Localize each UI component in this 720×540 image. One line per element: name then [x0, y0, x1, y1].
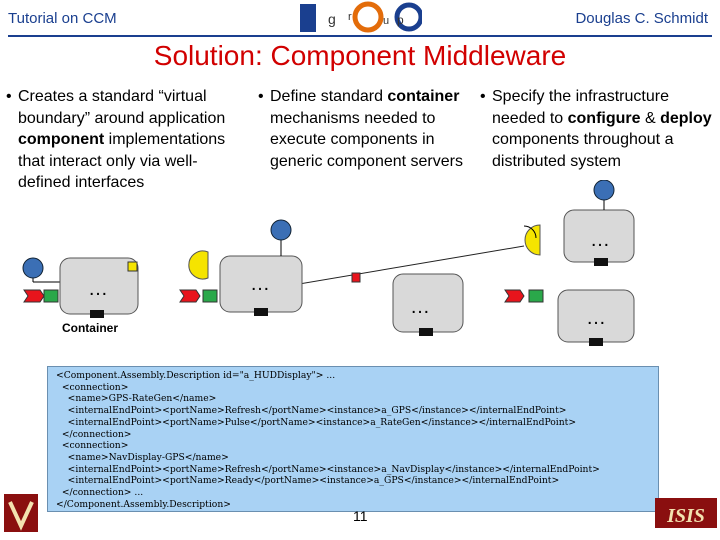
component-4: … — [504, 289, 635, 346]
event-source-icon — [23, 289, 45, 303]
receptacle-icon — [188, 250, 209, 280]
logo-text: ISIS — [666, 505, 705, 527]
logo-letter: r — [348, 11, 352, 23]
bullet-1: • Creates a standard “virtual boundary” a… — [6, 86, 250, 194]
assembly-descriptor-xml: <Component.Assembly.Description id="a_HU… — [47, 366, 659, 512]
page-number: 11 — [353, 508, 368, 524]
component-3: … — [351, 272, 464, 336]
bullet-text: Define standard container mechanisms nee… — [270, 88, 463, 170]
logo-ring — [394, 2, 422, 32]
header-left-text: Tutorial on CCM — [8, 10, 117, 27]
component-ellipsis: … — [586, 307, 606, 329]
event-sink-icon — [528, 289, 544, 303]
bullet-text: Specify the infrastructure needed to con… — [492, 88, 712, 170]
bullet-text-part: components throughout a distributed syst… — [492, 131, 674, 170]
bullet-bold-text: configure — [567, 109, 641, 127]
bullet-dot: • — [480, 88, 486, 105]
logo-bg — [655, 498, 717, 528]
xml-line: <internalEndPoint><portName>Pulse</portN… — [56, 416, 577, 428]
xml-line: <Component.Assembly.Description id="a_HU… — [56, 370, 336, 381]
header-rule — [8, 35, 712, 37]
logo-letter: g — [328, 11, 336, 27]
logo-letter: u — [383, 15, 389, 27]
xml-line: <name>NavDisplay-GPS</name> — [56, 451, 229, 463]
component-5: … — [523, 180, 635, 266]
attribute-port — [254, 308, 268, 316]
receptacle-arc — [523, 225, 537, 239]
facet-icon — [22, 257, 44, 279]
bullet-2: • Define standard container mechanisms ne… — [258, 86, 480, 172]
event-sink-icon — [43, 289, 59, 303]
bullet-dot: • — [6, 88, 12, 105]
event-source-icon — [179, 289, 201, 303]
logo-v — [8, 501, 34, 531]
logo-block — [300, 4, 316, 32]
xml-line: <internalEndPoint><portName>Refresh</por… — [56, 405, 567, 417]
bullet-text-part: implementations that interact only via w… — [18, 131, 226, 191]
attribute-port — [594, 258, 608, 266]
xml-line: <name>GPS-RateGen</name> — [56, 393, 217, 405]
bullet-dot: • — [258, 88, 264, 105]
component-1: … Container — [22, 250, 209, 335]
facet-icon — [593, 180, 615, 201]
bullet-text-part: Creates a standard “virtual boundary” ar… — [18, 88, 226, 127]
component-ellipsis: … — [250, 273, 270, 295]
component-ellipsis: … — [590, 229, 610, 251]
logo-ring — [352, 1, 384, 33]
header-right-text: Douglas C. Schmidt — [575, 10, 708, 27]
isis-logo: ISIS — [655, 498, 717, 528]
container-label: Container — [62, 321, 118, 335]
event-source-icon — [504, 289, 525, 303]
component-diagram: … Container … … … … — [22, 180, 635, 346]
component-ellipsis: … — [88, 278, 108, 300]
logo-letter: p — [397, 13, 404, 27]
bullet-text-part: & — [640, 109, 661, 127]
vanderbilt-logo — [4, 494, 38, 532]
bullet-bold-text: component — [18, 131, 105, 148]
component-2: … — [179, 219, 303, 316]
attribute-port — [419, 328, 433, 336]
attribute-port — [90, 310, 104, 318]
group-logo: g r u p — [300, 1, 422, 33]
xml-line: </Component.Assembly.Description> — [56, 498, 231, 510]
event-source-icon — [351, 272, 361, 283]
slide-title: Solution: Component Middleware — [153, 40, 567, 71]
bullet-text: Creates a standard “virtual boundary” ar… — [18, 88, 225, 191]
bullet-bold-text: deploy — [660, 109, 712, 127]
xml-line: <connection> — [56, 381, 129, 393]
xml-line: </connection> ... — [56, 487, 144, 499]
xml-line: </connection> — [56, 428, 132, 440]
xml-line: <internalEndPoint><portName>Ready</portN… — [56, 475, 560, 487]
bullet-text-part: Specify the infrastructure needed to — [492, 88, 669, 127]
receptacle-port — [127, 261, 138, 272]
event-sink-icon — [202, 289, 218, 303]
xml-line: <connection> — [56, 440, 129, 452]
attribute-port — [589, 338, 603, 346]
bullet-3: • Specify the infrastructure needed to co… — [480, 86, 717, 172]
bullet-bold-text: container — [387, 88, 460, 105]
bullet-text-part: mechanisms needed to execute components … — [270, 109, 463, 170]
facet-icon — [270, 219, 292, 241]
bullet-text-part: Define standard — [270, 88, 388, 105]
component-ellipsis: … — [410, 296, 430, 318]
xml-line: <internalEndPoint><portName>Refresh</por… — [56, 463, 600, 475]
receptacle-icon — [524, 224, 541, 256]
